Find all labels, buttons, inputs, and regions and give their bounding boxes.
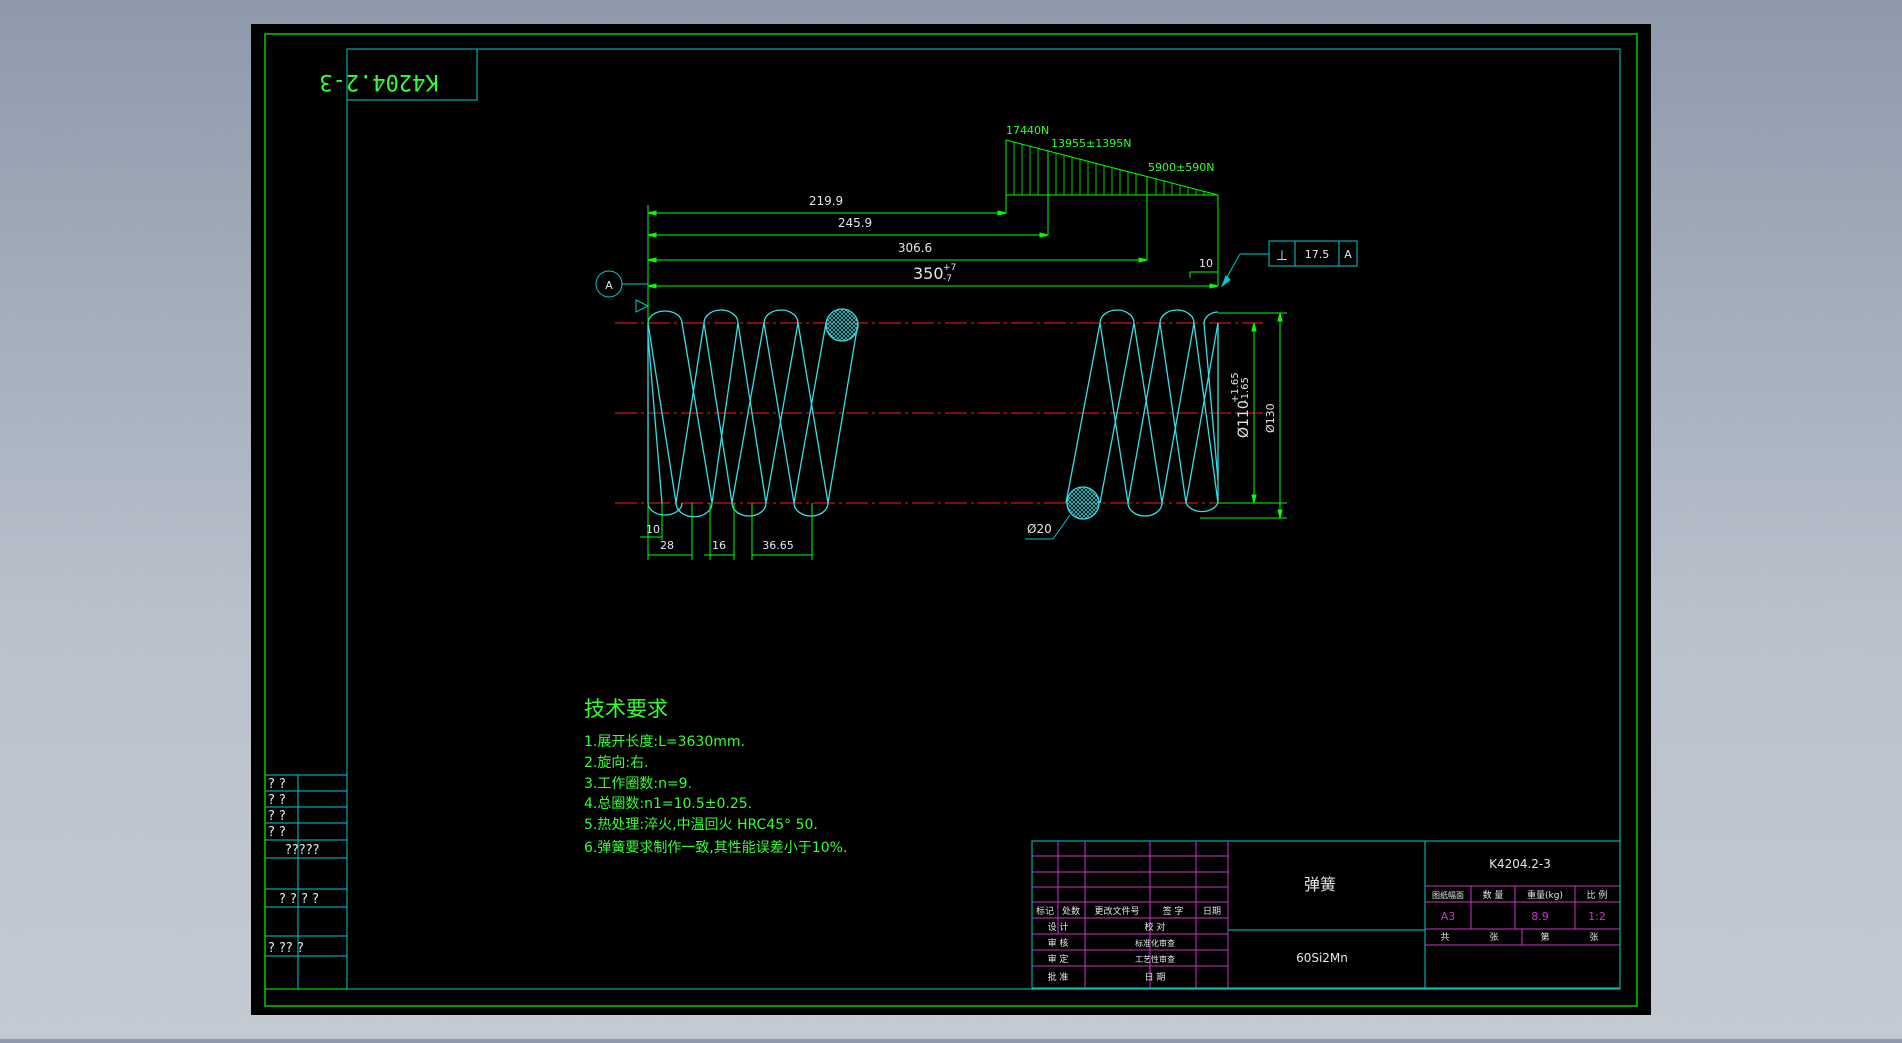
tb-r-ratify: 批 准: [1048, 971, 1069, 983]
dim-end-10: 10: [1199, 257, 1213, 270]
dim-245-9: 245.9: [838, 216, 872, 230]
rotated-number-box: [346, 48, 478, 101]
diameter-dimensions: [1200, 312, 1287, 519]
tb-h-sign: 签 字: [1163, 905, 1184, 917]
tb-r-approve: 审 定: [1048, 953, 1069, 965]
left-label-a: ?????: [285, 843, 320, 858]
tb-c-weight: 8.9: [1531, 910, 1549, 923]
wire-section-top: [825, 308, 859, 342]
wire-section-bottom: [1066, 486, 1100, 520]
dim-wire-dia: Ø20: [1027, 522, 1052, 536]
drawing-number: K4204.2-3: [1489, 857, 1551, 871]
title-block: [1031, 840, 1621, 989]
tb-h-date: 日期: [1203, 906, 1221, 917]
dim-inner-tol-up: +1.65: [1230, 372, 1241, 403]
dim-b-36: 36.65: [762, 539, 794, 552]
rotated-drawing-number: K4204.2-3: [319, 69, 438, 94]
dim-b-28: 28: [660, 539, 674, 552]
force-max-label: 17440N: [1006, 124, 1049, 137]
tb-c-qty-h: 数 量: [1483, 889, 1504, 901]
tb-r-date: 日 期: [1145, 972, 1166, 983]
tb-h-doc: 更改文件号: [1094, 905, 1139, 917]
requirement-1: 1.展开长度:L=3630mm.: [584, 734, 745, 750]
tb-c-sheet2: 张: [1589, 932, 1598, 943]
tb-c-size-h: 图纸幅面: [1432, 890, 1464, 900]
dim-inner-tol-low: -1.65: [1240, 377, 1251, 403]
dim-b-16: 16: [712, 539, 726, 552]
dim-350-tol-low: -7: [943, 274, 952, 284]
datum-triangle: [635, 299, 650, 313]
left-label-c: ? ?? ?: [268, 941, 304, 956]
requirement-5: 5.热处理:淬火,中温回火 HRC45° 50.: [584, 817, 818, 833]
perp-value: 17.5: [1305, 248, 1330, 261]
dim-outer-dia: Ø130: [1264, 403, 1277, 433]
left-row-4: ? ?: [268, 825, 286, 840]
perpendicularity-frame: [1220, 240, 1358, 288]
part-name: 弹簧: [1304, 875, 1336, 894]
material: 60Si2Mn: [1296, 951, 1348, 965]
perp-datum: A: [1344, 248, 1352, 261]
spring-coils: [647, 309, 1219, 518]
tb-c-size: A3: [1441, 910, 1456, 923]
requirement-2: 2.旋向:右.: [584, 755, 649, 771]
tb-c-scale: 1:2: [1588, 910, 1606, 923]
center-lines: [615, 322, 1263, 504]
dim-219-9: 219.9: [809, 194, 843, 208]
requirement-6: 6.弹簧要求制作一致,其性能误差小于10%.: [584, 840, 847, 856]
requirements-title: 技术要求: [584, 697, 668, 721]
force-mid-label: 13955±1395N: [1051, 137, 1131, 150]
tb-r-design: 设 计: [1048, 921, 1069, 933]
length-dimensions: [647, 205, 1219, 323]
tb-r-check: 校 对: [1145, 921, 1166, 933]
requirement-4: 4.总圈数:n1=10.5±0.25.: [584, 796, 752, 812]
left-row-2: ? ?: [268, 793, 286, 808]
inner-border: [346, 48, 1621, 990]
datum-label: A: [605, 279, 613, 292]
left-row-3: ? ?: [268, 809, 286, 824]
tb-h-count: 处数: [1062, 905, 1080, 917]
outer-frame: [264, 33, 1638, 1007]
force-min-label: 5900±590N: [1148, 161, 1214, 174]
dim-350: 350: [913, 264, 944, 283]
drawing-canvas: [251, 24, 1651, 1015]
left-label-b: ? ? ? ?: [279, 892, 319, 907]
tb-c-page: 第: [1540, 931, 1549, 943]
tb-r-std: 标准化审查: [1135, 938, 1175, 948]
dim-inner-dia: Ø110: [1236, 400, 1252, 438]
tb-c-sheet1: 张: [1489, 932, 1498, 943]
tb-c-scale-h: 比 例: [1587, 889, 1608, 901]
tb-r-review: 审 核: [1048, 937, 1069, 949]
tb-c-weight-h: 重量(kg): [1527, 889, 1563, 901]
force-hatch: [1013, 142, 1205, 195]
dim-306-6: 306.6: [898, 241, 932, 255]
requirement-3: 3.工作圈数:n=9.: [584, 776, 692, 792]
dim-350-tol-up: +7: [943, 263, 956, 273]
left-row-1: ? ?: [268, 777, 286, 792]
perp-symbol: ⊥: [1276, 248, 1288, 264]
pitch-dimensions: [640, 503, 813, 560]
dim-b-10: 10: [646, 523, 660, 536]
tb-r-process: 工艺性审查: [1135, 954, 1175, 964]
tb-h-mark: 标记: [1036, 905, 1054, 917]
wire-leader: [1052, 514, 1071, 540]
tb-c-total: 共: [1440, 932, 1449, 943]
left-side-table: [265, 774, 347, 989]
